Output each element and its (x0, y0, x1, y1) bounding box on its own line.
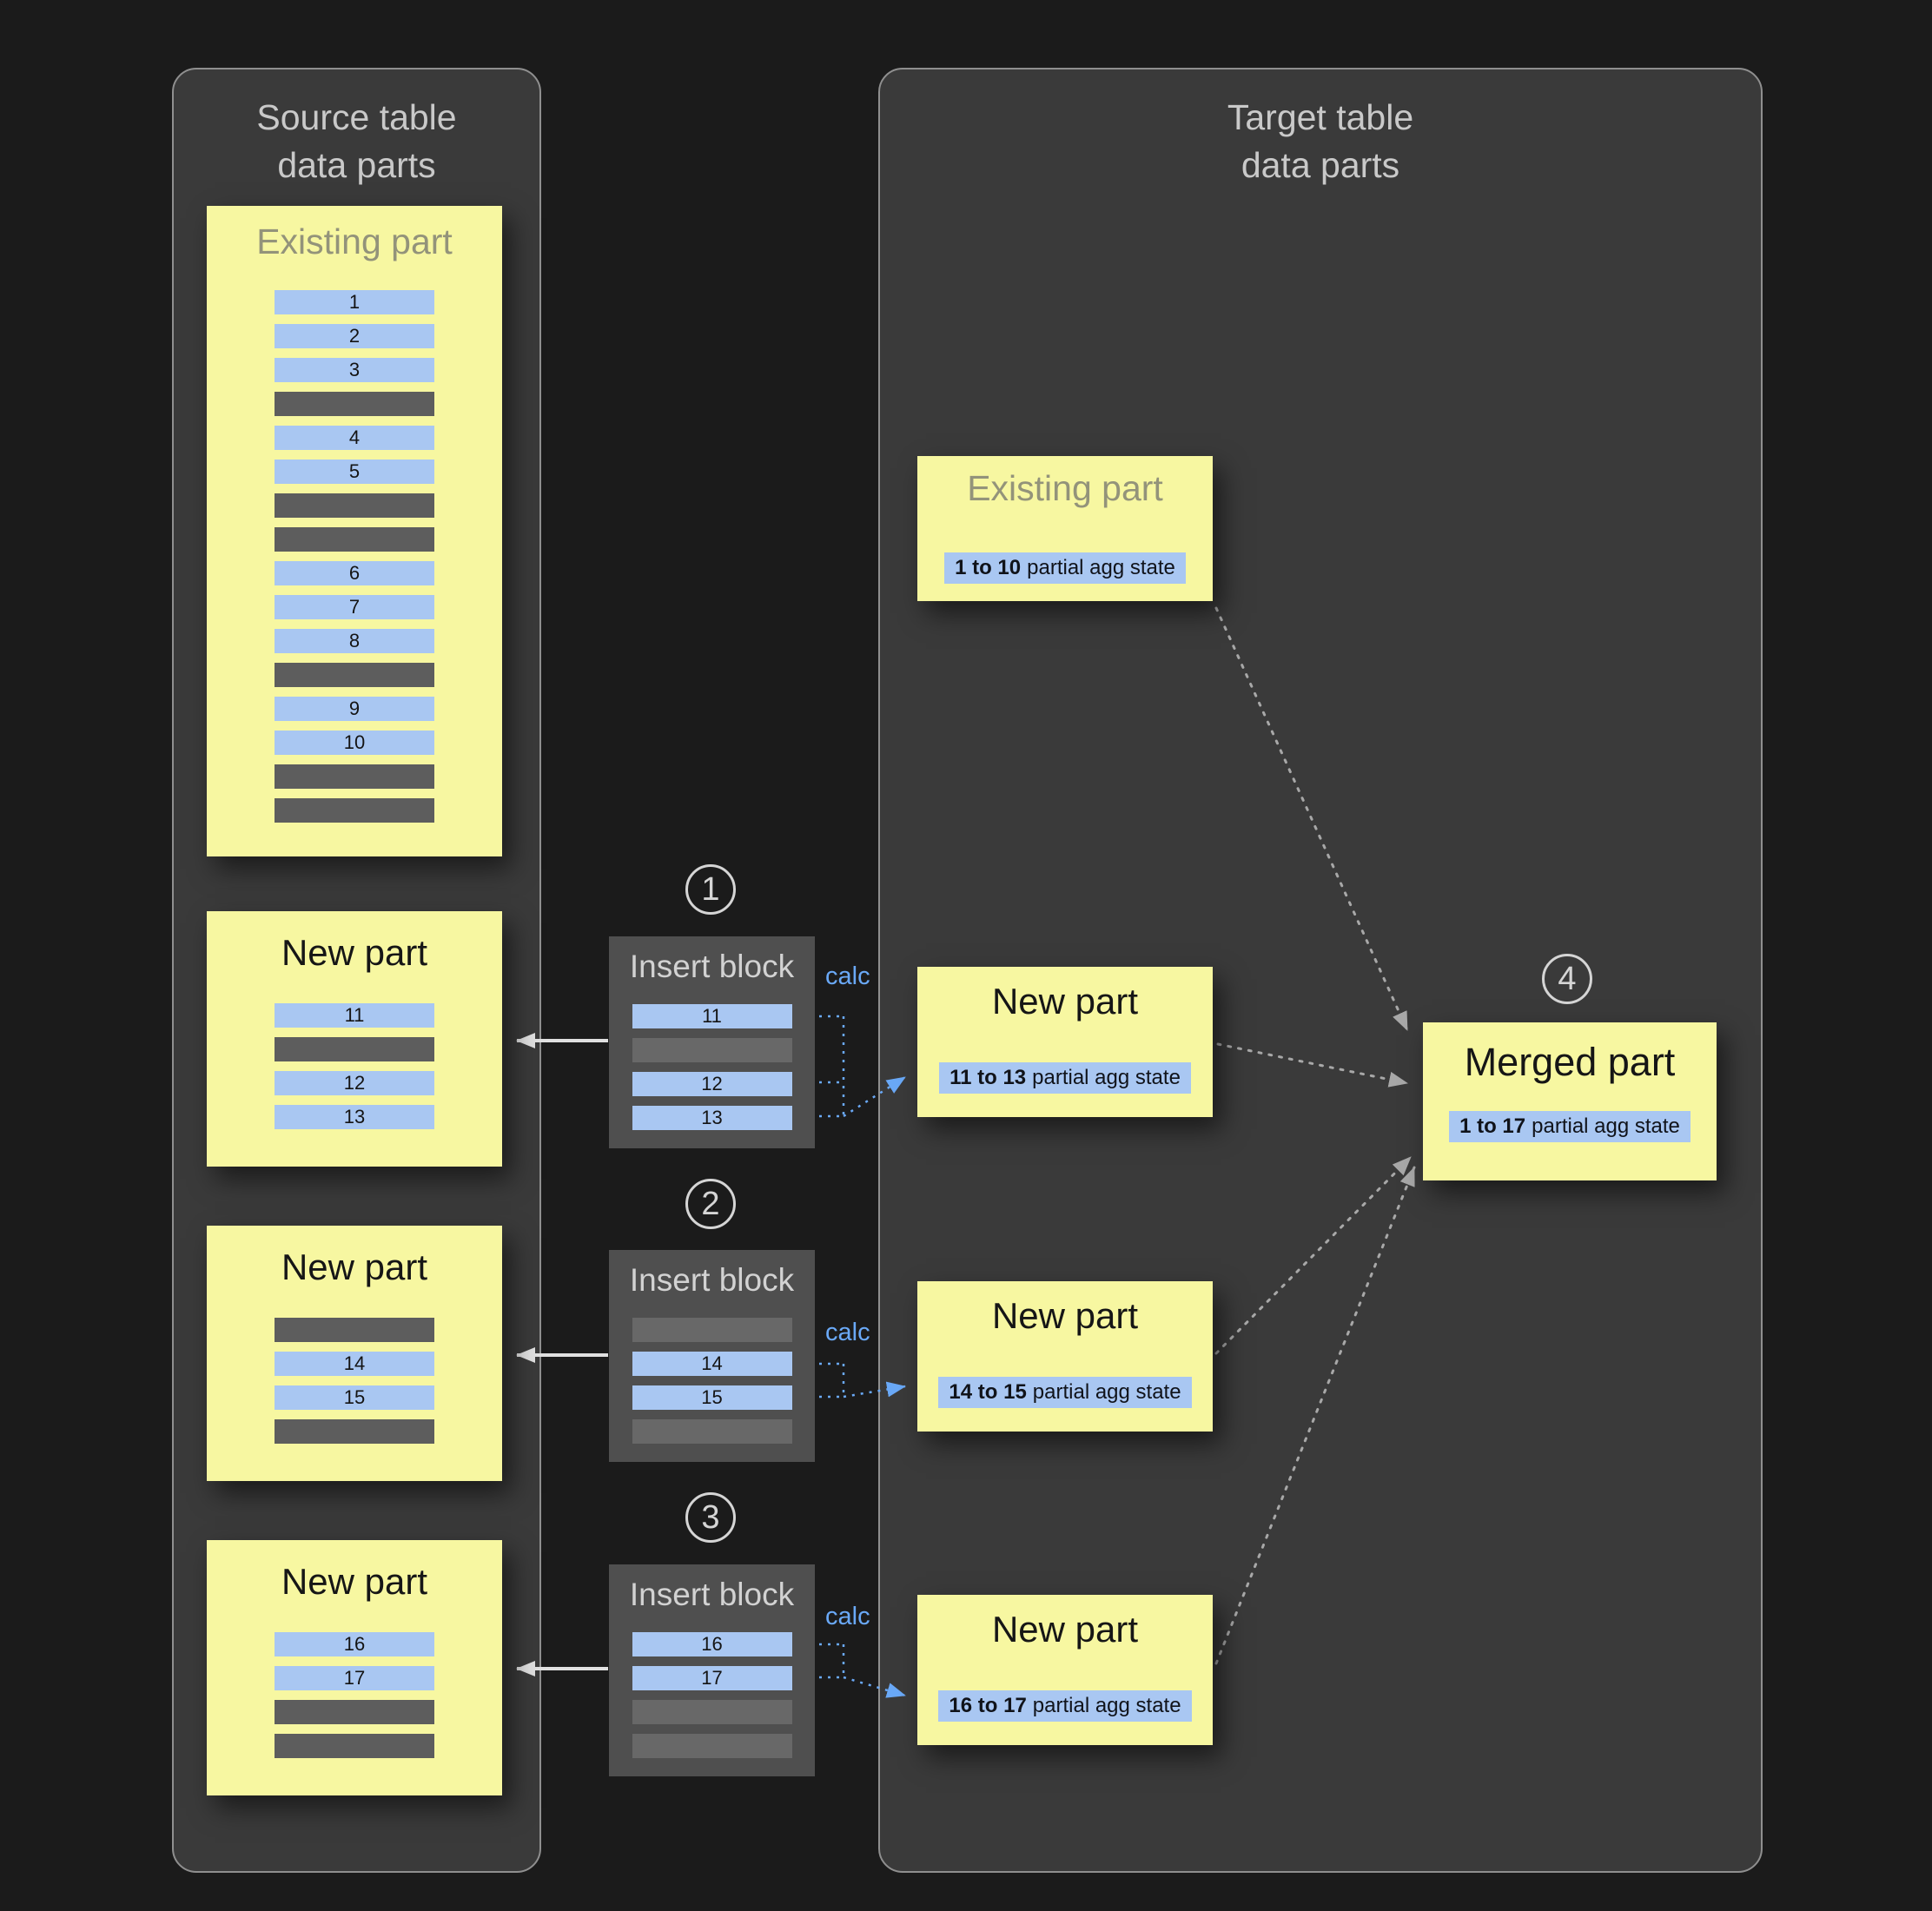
data-row: 15 (275, 1385, 434, 1410)
source-existing-part: Existing part 1 2 3 4 5 6 7 8 9 10 (207, 206, 502, 856)
data-row: 13 (632, 1105, 792, 1130)
insert-block-3-rows: 16 17 (632, 1631, 792, 1758)
source-new-part-2: New part 14 15 (207, 1226, 502, 1481)
source-new-part-1-title: New part (281, 932, 428, 973)
agg-range: 1 to 10 (955, 556, 1022, 579)
data-row: 12 (632, 1071, 792, 1096)
source-existing-part-title: Existing part (256, 222, 453, 261)
target-panel-title-line1: Target table (1227, 97, 1414, 137)
source-panel-title: Source table data parts (174, 69, 539, 190)
data-row: 14 (275, 1352, 434, 1376)
empty-row (632, 1733, 792, 1758)
data-row: 13 (275, 1105, 434, 1129)
data-row: 5 (275, 460, 434, 484)
source-new-part-1: New part 11 12 13 (207, 911, 502, 1167)
target-new-part-1-title: New part (991, 981, 1139, 1022)
insert-block-1-rows: 11 12 13 (632, 1003, 792, 1130)
merged-part-title: Merged part (1464, 1040, 1676, 1084)
data-row: 11 (275, 1003, 434, 1028)
data-row: 14 (632, 1351, 792, 1376)
insert-block-3-title: Insert block (629, 1577, 795, 1612)
source-new-part-1-rows: 11 12 13 (275, 1003, 434, 1129)
target-new-part-2-title: New part (991, 1295, 1139, 1336)
data-row: 4 (275, 426, 434, 450)
agg-suffix: partial agg state (1027, 556, 1175, 579)
agg-suffix: partial agg state (1032, 1380, 1181, 1404)
insert-block-2-rows: 14 15 (632, 1317, 792, 1444)
empty-row (632, 1418, 792, 1444)
source-new-part-2-rows: 14 15 (275, 1318, 434, 1444)
target-new-part-3-title: New part (991, 1609, 1139, 1650)
data-row: 6 (275, 561, 434, 585)
empty-row (275, 392, 434, 416)
data-row: 16 (275, 1632, 434, 1656)
empty-row (275, 1419, 434, 1444)
empty-row (275, 527, 434, 552)
calc-label-1: calc (825, 962, 870, 990)
source-panel-title-line2: data parts (277, 145, 436, 186)
insert-block-2-title: Insert block (629, 1262, 795, 1298)
empty-row (275, 1037, 434, 1061)
agg-suffix: partial agg state (1532, 1114, 1680, 1138)
calc-label-3: calc (825, 1603, 870, 1630)
insert-block-1-title: Insert block (629, 949, 795, 984)
data-row: 10 (275, 731, 434, 755)
source-new-part-2-title: New part (281, 1246, 428, 1287)
empty-row (632, 1699, 792, 1724)
empty-row (275, 764, 434, 789)
insert-block-1: Insert block 11 12 13 (609, 936, 815, 1148)
agg-range: 16 to 17 (949, 1694, 1027, 1717)
source-new-part-3: New part 16 17 (207, 1540, 502, 1795)
step-4-badge: 4 (1542, 954, 1592, 1004)
agg-range: 1 to 17 (1459, 1114, 1526, 1138)
source-new-part-3-rows: 16 17 (275, 1632, 434, 1758)
agg-suffix: partial agg state (1032, 1066, 1181, 1089)
source-new-part-3-title: New part (281, 1561, 428, 1602)
data-row: 7 (275, 595, 434, 619)
target-panel-title: Target table data parts (880, 69, 1761, 190)
step-3-badge: 3 (685, 1492, 736, 1543)
data-row: 1 (275, 290, 434, 314)
insert-block-2: Insert block 14 15 (609, 1250, 815, 1462)
agg-suffix: partial agg state (1032, 1694, 1181, 1717)
step-2-badge: 2 (685, 1179, 736, 1229)
source-existing-part-rows: 1 2 3 4 5 6 7 8 9 10 (275, 290, 434, 823)
data-row: 17 (275, 1666, 434, 1690)
empty-row (275, 663, 434, 687)
data-row: 9 (275, 697, 434, 721)
data-row: 2 (275, 324, 434, 348)
agg-range: 14 to 15 (949, 1380, 1027, 1404)
data-row: 15 (632, 1385, 792, 1410)
agg-range: 11 to 13 (949, 1066, 1027, 1089)
data-row: 11 (632, 1003, 792, 1028)
target-panel-title-line2: data parts (1241, 145, 1400, 186)
empty-row (275, 1734, 434, 1758)
step-1-badge: 1 (685, 864, 736, 915)
empty-row (275, 1700, 434, 1724)
empty-row (632, 1317, 792, 1342)
empty-row (632, 1037, 792, 1062)
empty-row (275, 1318, 434, 1342)
source-panel-title-line1: Source table (256, 97, 457, 137)
insert-block-3: Insert block 16 17 (609, 1564, 815, 1776)
data-row: 17 (632, 1665, 792, 1690)
target-existing-part-title: Existing part (967, 468, 1163, 508)
data-row: 8 (275, 629, 434, 653)
calc-label-2: calc (825, 1319, 870, 1346)
empty-row (275, 493, 434, 518)
empty-row (275, 798, 434, 823)
data-row: 16 (632, 1631, 792, 1656)
data-row: 3 (275, 358, 434, 382)
data-row: 12 (275, 1071, 434, 1095)
